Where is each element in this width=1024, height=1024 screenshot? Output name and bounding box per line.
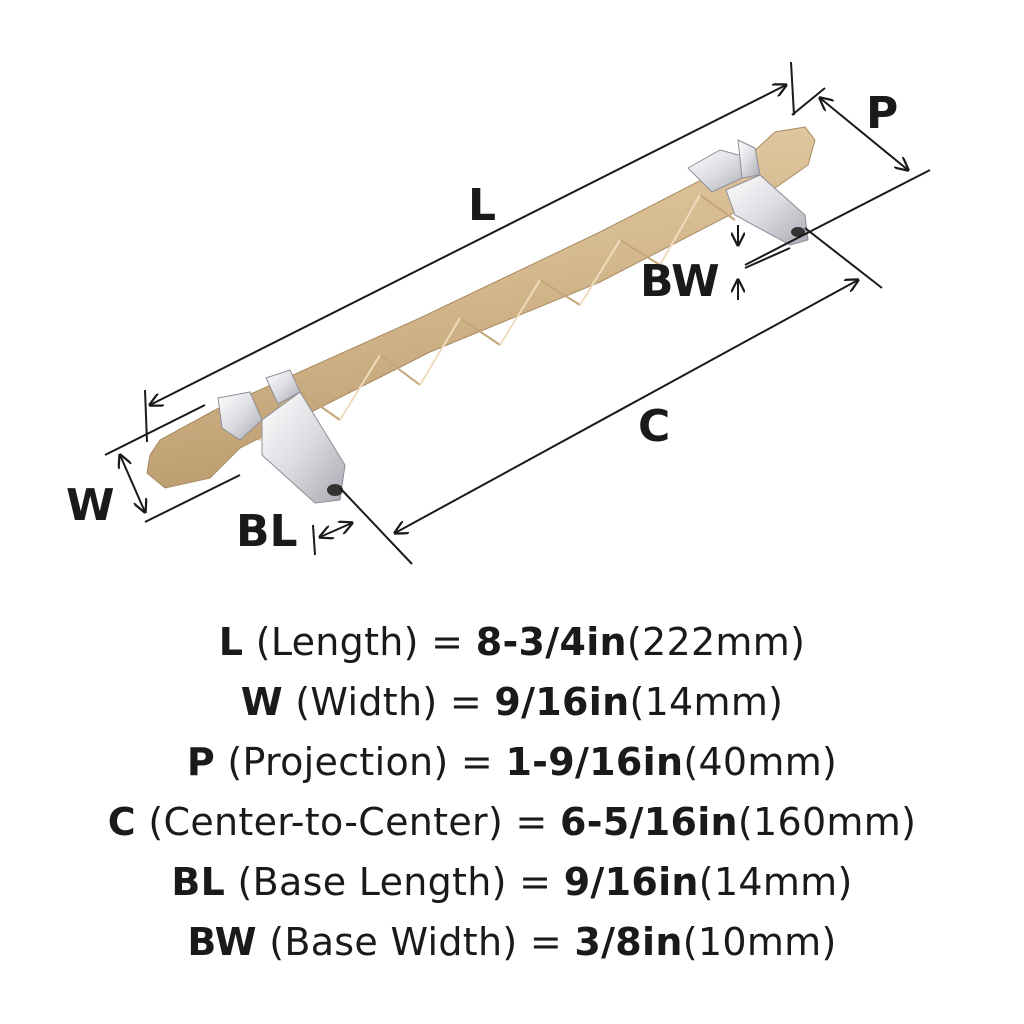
spec-key: W — [240, 680, 283, 724]
label-base-length: BL — [236, 506, 298, 557]
spec-length: L (Length) = 8-3/4in(222mm) — [0, 612, 1024, 672]
spec-name: (Width) = — [295, 680, 482, 724]
spec-base-length: BL (Base Length) = 9/16in(14mm) — [0, 852, 1024, 912]
spec-mm: (40mm) — [683, 740, 838, 784]
spec-name: (Base Length) = — [237, 860, 552, 904]
spec-name: (Center-to-Center) = — [148, 800, 548, 844]
spec-key: BL — [171, 860, 226, 904]
spec-inch: 6-5/16in — [559, 800, 738, 844]
spec-key: BW — [187, 920, 257, 964]
spec-mm: (222mm) — [626, 620, 806, 664]
spec-width: W (Width) = 9/16in(14mm) — [0, 672, 1024, 732]
specifications-list: L (Length) = 8-3/4in(222mm) W (Width) = … — [0, 612, 1024, 972]
spec-key: C — [107, 800, 136, 844]
dimension-lines — [104, 61, 931, 565]
spec-inch: 3/8in — [574, 920, 683, 964]
spec-name: (Length) = — [255, 620, 464, 664]
spec-center-to-center: C (Center-to-Center) = 6-5/16in(160mm) — [0, 792, 1024, 852]
spec-name: (Base Width) = — [269, 920, 562, 964]
handle-dimension-diagram — [104, 61, 931, 565]
spec-inch: 1-9/16in — [505, 740, 684, 784]
spec-projection: P (Projection) = 1-9/16in(40mm) — [0, 732, 1024, 792]
label-projection: P — [866, 88, 899, 139]
label-length: L — [468, 180, 497, 231]
spec-mm: (14mm) — [629, 680, 784, 724]
spec-inch: 9/16in — [563, 860, 699, 904]
label-width: W — [66, 480, 115, 531]
spec-mm: (10mm) — [682, 920, 837, 964]
spec-key: P — [186, 740, 215, 784]
spec-mm: (14mm) — [698, 860, 853, 904]
spec-inch: 9/16in — [494, 680, 630, 724]
spec-base-width: BW (Base Width) = 3/8in(10mm) — [0, 912, 1024, 972]
spec-inch: 8-3/4in — [475, 620, 627, 664]
spec-mm: (160mm) — [737, 800, 917, 844]
label-base-width: BW — [640, 256, 720, 307]
spec-key: L — [218, 620, 244, 664]
spec-name: (Projection) = — [227, 740, 494, 784]
label-center-to-center: C — [638, 401, 671, 452]
